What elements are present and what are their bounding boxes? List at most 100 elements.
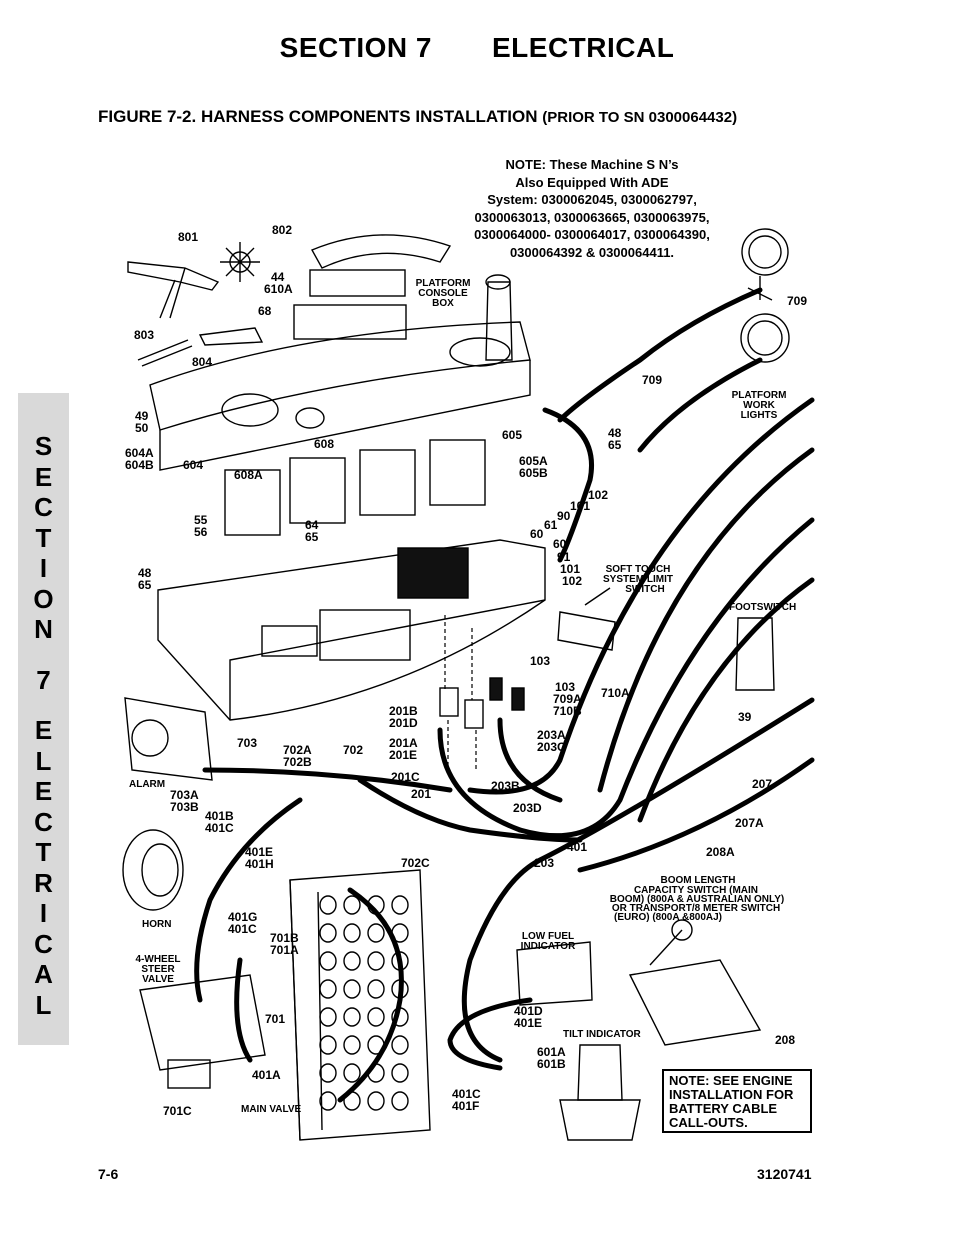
- label-tilt-indicator: TILT INDICATOR: [563, 1029, 642, 1040]
- callout-801: 801: [178, 230, 198, 244]
- switch-bank-68: [293, 304, 407, 340]
- serial-note-line: 0300063013, 0300063665, 0300063975,: [474, 209, 710, 225]
- dashed-connector-lines: [444, 615, 477, 770]
- callout-61: 61: [544, 518, 558, 532]
- document-number: 3120741: [757, 1166, 812, 1182]
- footswitch-body: [735, 617, 775, 691]
- side-tab-letter: C: [34, 928, 53, 959]
- side-tab-letter: O: [33, 583, 54, 614]
- connector-709a: [511, 687, 525, 711]
- circuit-card-1: [224, 469, 281, 536]
- valve-coil: [367, 1091, 385, 1111]
- label-boom-length-5: (EURO) (800A &800AJ): [614, 912, 722, 923]
- engine-note-line: CALL-OUTS.: [669, 1115, 748, 1130]
- callout-65-top: 65: [608, 438, 622, 452]
- callout-203: 203: [534, 856, 554, 870]
- label-soft-touch-1: SOFT TOUCH: [606, 564, 671, 575]
- serial-note-line: Also Equipped With ADE: [515, 174, 669, 190]
- callout-604: 604: [183, 458, 203, 472]
- callout-64: 64: [305, 518, 319, 532]
- engine-note-line: INSTALLATION FOR: [669, 1087, 794, 1102]
- valve-coil: [367, 1007, 385, 1027]
- callout-401f: 401F: [452, 1099, 479, 1113]
- serial-note-line: 0300064000- 0300064017, 0300064390,: [474, 227, 710, 243]
- callout-101: 101: [560, 562, 580, 576]
- callout-68: 68: [258, 304, 272, 318]
- callout-401a: 401A: [252, 1068, 281, 1082]
- callout-91: 91: [557, 550, 571, 564]
- callout-203c: 203C: [537, 740, 566, 754]
- joystick: [485, 281, 513, 361]
- valve-coil: [319, 1063, 337, 1083]
- console-base-box: [157, 539, 546, 721]
- steer-valve-coil: [167, 1059, 211, 1089]
- label-low-fuel-2: INDICATOR: [521, 941, 576, 952]
- circuit-card-3: [359, 449, 416, 516]
- side-tab-letter: S: [34, 431, 53, 461]
- valve-coil: [319, 1091, 337, 1111]
- valve-coil: [343, 923, 361, 943]
- callout-605: 605: [502, 428, 522, 442]
- callout-201e: 201E: [389, 748, 417, 762]
- joystick-right-base: [449, 337, 511, 367]
- steer-valve-body: [139, 974, 266, 1071]
- page-number: 7-6: [98, 1166, 119, 1182]
- side-tab-letter: I: [39, 898, 48, 928]
- side-tab-letter: T: [35, 522, 52, 553]
- console-lid-front: [159, 360, 531, 471]
- side-tab-letter: E: [34, 776, 53, 806]
- callout-701c: 701C: [163, 1104, 192, 1118]
- label-steer-valve-2: STEER: [141, 964, 175, 975]
- valve-coil: [391, 895, 409, 915]
- callout-208: 208: [775, 1033, 795, 1047]
- side-tab-letter: E: [34, 461, 53, 492]
- valve-coil: [319, 951, 337, 971]
- valve-coil: [319, 979, 337, 999]
- callout-56: 56: [194, 525, 208, 539]
- callout-201b: 201B: [389, 704, 418, 718]
- callout-50: 50: [135, 421, 149, 435]
- callout-702c: 702C: [401, 856, 430, 870]
- boom-switch-roller: [671, 919, 693, 941]
- callout-55: 55: [194, 513, 208, 527]
- side-tab-letter: C: [34, 806, 53, 837]
- console-base-edge: [229, 599, 546, 720]
- callout-709-left: 709: [642, 373, 662, 387]
- callout-201c: 201C: [391, 770, 420, 784]
- connector-201b: [439, 687, 459, 717]
- callout-103-b: 103: [555, 680, 575, 694]
- callout-101-top: 101: [570, 499, 590, 513]
- serial-note-line: System: 0300062045, 0300062797,: [487, 192, 697, 208]
- side-tab-letter: T: [35, 837, 52, 867]
- label-boom-length-1: BOOM LENGTH: [661, 875, 736, 886]
- callout-604b: 604B: [125, 458, 154, 472]
- callout-710B: 710B: [553, 704, 582, 718]
- valve-coil: [391, 1091, 409, 1111]
- callout-201d: 201D: [389, 716, 418, 730]
- callout-401c: 401C: [205, 821, 234, 835]
- figure-title: FIGURE 7-2. HARNESS COMPONENTS INSTALLAT…: [98, 107, 737, 127]
- valve-coil: [319, 1035, 337, 1055]
- callout-49: 49: [135, 409, 149, 423]
- valve-coil: [343, 1007, 361, 1027]
- wire-harness: [194, 287, 815, 1103]
- low-fuel-plate: [516, 941, 593, 1006]
- callout-102-top: 102: [588, 488, 608, 502]
- callout-102: 102: [562, 574, 582, 588]
- callout-48-left: 48: [138, 566, 152, 580]
- label-boom-length-3: BOOM) (800A & AUSTRALIAN ONLY): [610, 894, 784, 905]
- callout-201: 201: [411, 787, 431, 801]
- label-footswitch: FOOTSWITCH: [729, 602, 796, 613]
- callout-401e-lower: 401E: [514, 1016, 542, 1030]
- callout-65-mid: 65: [305, 530, 319, 544]
- label-steer-valve-3: VALVE: [142, 974, 174, 985]
- valve-coil: [319, 1007, 337, 1027]
- label-work-lights-2: WORK: [743, 400, 775, 411]
- label-alarm: ALARM: [129, 779, 165, 790]
- connector-103: [489, 677, 503, 701]
- relay-block: [261, 625, 318, 657]
- valve-coil: [343, 1063, 361, 1083]
